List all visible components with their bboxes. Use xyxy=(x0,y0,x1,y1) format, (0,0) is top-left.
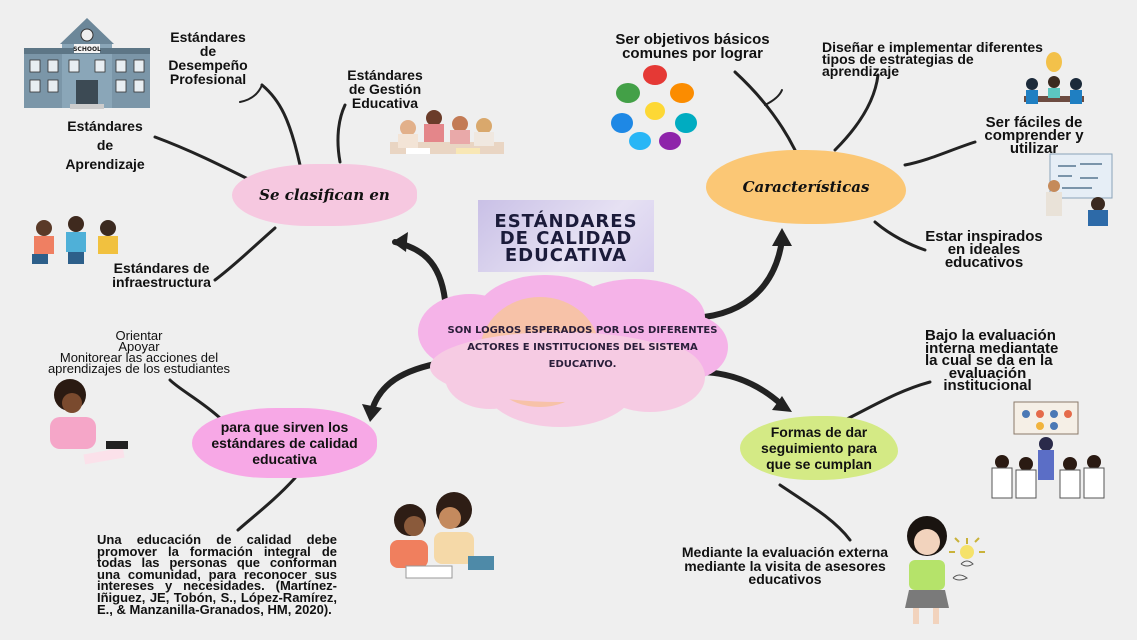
students-reading-icon xyxy=(390,110,504,154)
text-line: comunes por lograr xyxy=(622,45,763,62)
text-line: Desempeño xyxy=(168,57,248,73)
text-line: Estándares xyxy=(67,118,143,134)
text-line: utilizar xyxy=(1009,140,1059,157)
text-line: comprender y xyxy=(984,127,1084,144)
text-line: tipos de estrategias de xyxy=(822,51,974,67)
sirven-label-line: para que sirven los xyxy=(220,419,349,435)
text-line: Diseñar e implementar diferentes xyxy=(822,39,1043,55)
label-infraestructura: Estándares de infraestructura xyxy=(104,261,219,289)
text-line: educativos xyxy=(944,254,1024,271)
text-line: Estándares de xyxy=(113,260,210,276)
main-title-box: ESTÁNDARES DE CALIDAD EDUCATIVA xyxy=(478,200,654,272)
text-line: mediante la visita de asesores xyxy=(684,557,886,574)
girl-idea-icon xyxy=(905,516,985,624)
label-externa: Mediante la evaluación externa mediante … xyxy=(672,544,898,587)
label-sirven-items: Orientar Apoyar Monitorear las acciones … xyxy=(35,328,243,376)
node-para-que-sirven: para que sirven los estándares de calida… xyxy=(192,408,377,478)
text-line: de xyxy=(199,43,217,59)
text-line: Educativa xyxy=(351,95,419,111)
title-line-3: EDUCATIVA xyxy=(504,245,628,266)
text-line: Aprendizaje xyxy=(65,156,145,172)
formas-label-line: Formas de dar xyxy=(770,424,868,440)
node-caracteristicas-label: Características xyxy=(742,178,870,196)
text-line: Bajo la evaluación xyxy=(925,327,1056,344)
evaluation-group-icon xyxy=(991,401,1105,499)
main-title: ESTÁNDARES DE CALIDAD EDUCATIVA xyxy=(478,211,654,266)
text-line: educativos xyxy=(748,571,822,587)
label-gestion: Estándares de Gestión Educativa xyxy=(337,68,433,110)
girl-writing-icon xyxy=(50,379,128,465)
text-line: Monitorear las acciones del xyxy=(59,350,219,365)
text-line: Estándares xyxy=(170,29,246,45)
text-line: interna mediantate xyxy=(925,339,1059,357)
node-formas: Formas de dar seguimiento para que se cu… xyxy=(740,416,898,480)
node-se-clasifican-label: Se clasifican en xyxy=(259,186,390,204)
node-caracteristicas: Características xyxy=(706,150,906,224)
text-line: Mediante la evaluación externa xyxy=(681,544,889,560)
text-line: de Gestión xyxy=(348,81,422,97)
text-line: Estándares xyxy=(347,67,423,83)
center-cloud xyxy=(418,275,728,427)
kids-studying-icon xyxy=(390,492,494,579)
text-line: Estar inspirados xyxy=(925,228,1043,245)
text-line: aprendizaje xyxy=(822,63,900,79)
formas-label-line: que se cumplan xyxy=(766,456,872,472)
center-line-2: ACTORES E INSTITUCIONES DEL SISTEMA EDUC… xyxy=(467,342,698,370)
school-building-icon: SCHOOL xyxy=(24,18,150,109)
colorful-hands-icon xyxy=(611,65,697,150)
label-disenar: Diseñar e implementar diferentes tipos d… xyxy=(822,39,1082,79)
label-desempeno: Estándares de Desempeño Profesional xyxy=(160,30,256,86)
center-definition: SON LOGROS ESPERADOS POR LOS DIFERENTES … xyxy=(440,322,725,373)
title-line-1: ESTÁNDARES xyxy=(494,211,638,232)
node-para-que-sirven-label: para que sirven los estándares de calida… xyxy=(211,419,357,467)
team-meeting-icon xyxy=(1024,52,1084,104)
quote-paragraph: Una educación de calidad debe promover l… xyxy=(97,532,337,617)
text-line: en ideales xyxy=(947,241,1021,258)
label-inspirados: Estar inspirados en ideales educativos xyxy=(920,228,1048,271)
text-line: Profesional xyxy=(169,71,247,87)
text-line: de xyxy=(96,137,114,153)
text-line: infraestructura xyxy=(112,274,211,290)
text-line: evaluación xyxy=(948,364,1027,382)
label-objetivos: Ser objetivos básicos comunes por lograr xyxy=(610,31,775,62)
node-formas-label: Formas de dar seguimiento para que se cu… xyxy=(761,424,877,472)
label-faciles: Ser fáciles de comprender y utilizar xyxy=(975,114,1093,157)
text-line: Orientar xyxy=(115,328,163,343)
text-line: institucional xyxy=(943,377,1032,394)
node-se-clasifican: Se clasifican en xyxy=(232,164,417,226)
text-line: aprendizajes de los estudiantes xyxy=(47,361,231,376)
sirven-label-line: estándares de calidad xyxy=(211,435,358,451)
center-line-1: SON LOGROS ESPERADOS POR LOS DIFERENTES xyxy=(447,325,718,336)
label-interna: Bajo la evaluación interna mediantate la… xyxy=(925,327,1059,394)
school-sign-text: SCHOOL xyxy=(73,46,101,53)
sirven-label-line: educativa xyxy=(252,451,317,467)
text-line: Ser fáciles de xyxy=(985,114,1083,131)
title-line-2: DE CALIDAD xyxy=(499,228,633,249)
label-aprendizaje: Estándares de Aprendizaje xyxy=(56,117,154,174)
text-line: Ser objetivos básicos xyxy=(615,31,770,48)
presentation-board-icon xyxy=(1046,153,1113,226)
text-line: la cual se da en la xyxy=(925,352,1053,369)
text-line: Apoyar xyxy=(118,339,160,354)
kids-playing-icon xyxy=(32,216,118,264)
formas-label-line: seguimiento para xyxy=(761,440,877,456)
